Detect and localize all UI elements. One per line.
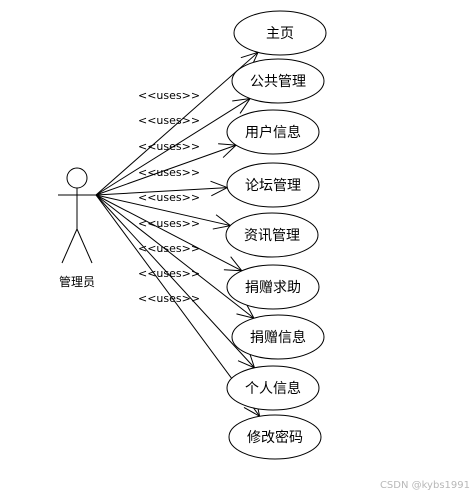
use-case-2: 公共管理 — [231, 58, 325, 104]
uses-line — [95, 194, 255, 319]
use-case-ellipse — [225, 212, 319, 258]
use-case-label: 修改密码 — [247, 429, 303, 446]
use-case-label: 个人信息 — [245, 380, 301, 397]
use-case-ellipse — [226, 365, 320, 411]
use-case-4: 论坛管理 — [226, 162, 320, 208]
uses-label: <<uses>> — [138, 166, 200, 179]
use-case-7: 捐赠信息 — [231, 314, 325, 360]
uses-label: <<uses>> — [138, 114, 200, 127]
uses-label: <<uses>> — [138, 140, 200, 153]
watermark: CSDN @kybs1991 — [380, 480, 470, 491]
uses-line — [95, 98, 251, 196]
use-case-ellipse — [226, 162, 320, 208]
use-case-ellipse — [233, 10, 327, 56]
use-case-label: 公共管理 — [250, 74, 306, 90]
use-case-ellipse — [226, 264, 320, 310]
use-case-1: 主页 — [233, 10, 327, 56]
use-case-6: 捐赠求助 — [226, 264, 320, 310]
actor-label: 管理员 — [59, 274, 95, 289]
uses-label: <<uses>> — [138, 267, 200, 280]
actor-head — [66, 167, 88, 189]
use-case-label: 资讯管理 — [244, 228, 300, 244]
use-case-ellipse — [226, 109, 320, 155]
actor-left-leg — [61, 228, 78, 264]
uses-label: <<uses>> — [138, 292, 200, 305]
use-case-ellipse — [228, 414, 322, 460]
uses-line — [95, 144, 237, 196]
use-case-ellipse — [231, 314, 325, 360]
uses-line — [95, 194, 243, 272]
uses-line — [95, 187, 228, 196]
use-case-9: 修改密码 — [228, 414, 322, 460]
use-case-label: 主页 — [266, 26, 294, 42]
uses-label: <<uses>> — [138, 89, 200, 102]
use-case-label: 用户信息 — [245, 124, 301, 141]
uses-label: <<uses>> — [138, 217, 200, 230]
use-case-8: 个人信息 — [226, 365, 320, 411]
actor-right-leg — [76, 228, 93, 264]
uses-label: <<uses>> — [138, 191, 200, 204]
uses-labels: <<uses>> <<uses>> <<uses>> <<uses>> <<uses>>… — [138, 89, 200, 305]
uses-line — [95, 51, 259, 196]
use-case-5: 资讯管理 — [225, 212, 319, 258]
use-case-label: 捐赠信息 — [250, 329, 306, 346]
use-case-label: 捐赠求助 — [245, 280, 301, 296]
use-case-3: 用户信息 — [226, 109, 320, 155]
uses-line — [95, 194, 255, 369]
actor-administrator: 管理员 — [58, 167, 96, 289]
uses-label: <<uses>> — [138, 242, 200, 255]
uses-connectors — [95, 51, 261, 418]
uses-line — [95, 194, 231, 227]
use-case-ellipse — [231, 58, 325, 104]
use-case-label: 论坛管理 — [245, 178, 301, 194]
